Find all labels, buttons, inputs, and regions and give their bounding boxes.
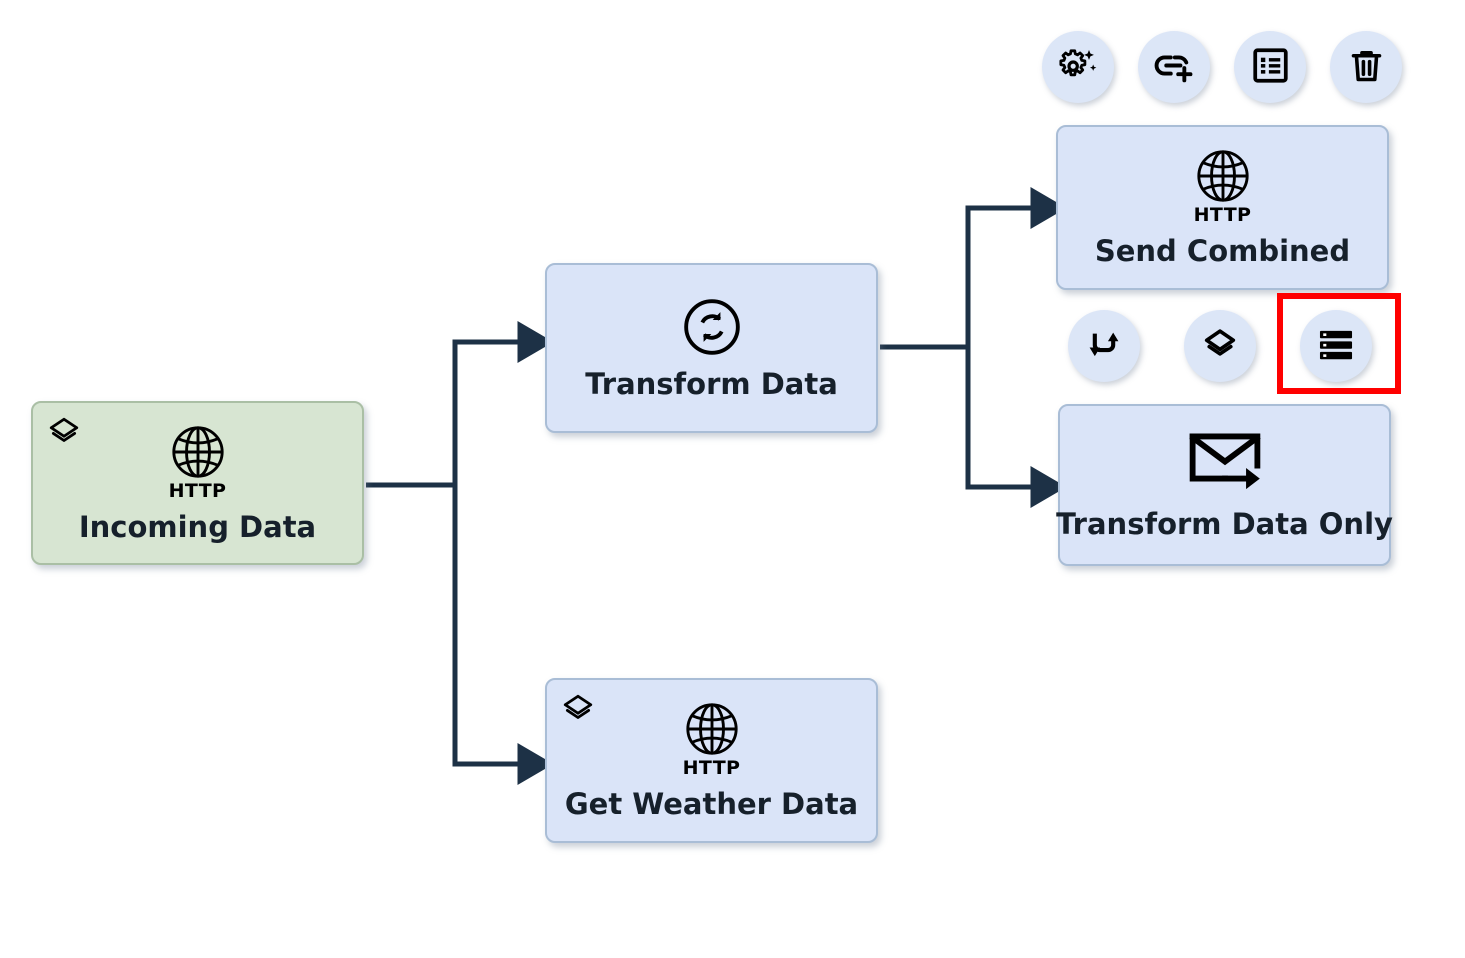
protocol-label: HTTP	[168, 479, 227, 502]
edge-transform-to-transform-data-only	[965, 347, 1067, 509]
globe-icon: HTTP	[683, 700, 741, 778]
node-title: Transform Data Only	[1056, 506, 1393, 541]
globe-icon: HTTP	[169, 423, 227, 501]
add-connection-button[interactable]	[1138, 31, 1210, 103]
delete-button[interactable]	[1330, 31, 1402, 103]
node-title: Get Weather Data	[564, 787, 859, 821]
layers-icon	[1201, 326, 1239, 367]
sync-circle-icon	[681, 296, 743, 358]
trash-icon	[1347, 46, 1386, 88]
list-details-icon	[1251, 46, 1290, 88]
layers-badge-icon	[561, 692, 595, 726]
server-stack-icon	[1316, 327, 1356, 366]
properties-button[interactable]	[1234, 31, 1306, 103]
node-transform-data-only[interactable]: Transform Data Only	[1056, 404, 1393, 566]
protocol-label: HTTP	[682, 757, 741, 779]
swap-arrows-icon	[1085, 326, 1123, 367]
layers-badge-icon	[47, 415, 81, 449]
node-title: Incoming Data	[78, 509, 317, 544]
node-send-combined[interactable]: HTTP Send Combined	[1056, 125, 1389, 290]
node-toolbar-secondary[interactable]	[1068, 310, 1372, 382]
swap-button[interactable]	[1068, 310, 1140, 382]
node-transform-data[interactable]: Transform Data	[545, 263, 878, 433]
send-mail-icon	[1186, 430, 1264, 498]
node-title: Transform Data	[585, 366, 838, 401]
edge-incoming-to-get-weather-data	[452, 485, 554, 786]
gear-sparkle-icon	[1058, 46, 1098, 89]
node-toolbar-primary[interactable]	[1042, 31, 1402, 103]
protocol-label: HTTP	[1193, 204, 1252, 226]
link-plus-icon	[1153, 46, 1195, 88]
layers-button[interactable]	[1184, 310, 1256, 382]
globe-icon: HTTP	[1194, 147, 1252, 225]
node-incoming-data[interactable]: HTTP Incoming Data	[31, 401, 364, 565]
data-store-button[interactable]	[1300, 310, 1372, 382]
ai-settings-button[interactable]	[1042, 31, 1114, 103]
node-title: Send Combined	[1094, 234, 1351, 268]
node-get-weather-data[interactable]: HTTP Get Weather Data	[545, 678, 878, 843]
edge-transform-to-send-combined	[965, 187, 1067, 347]
edge-incoming-to-transform-data	[452, 321, 554, 485]
